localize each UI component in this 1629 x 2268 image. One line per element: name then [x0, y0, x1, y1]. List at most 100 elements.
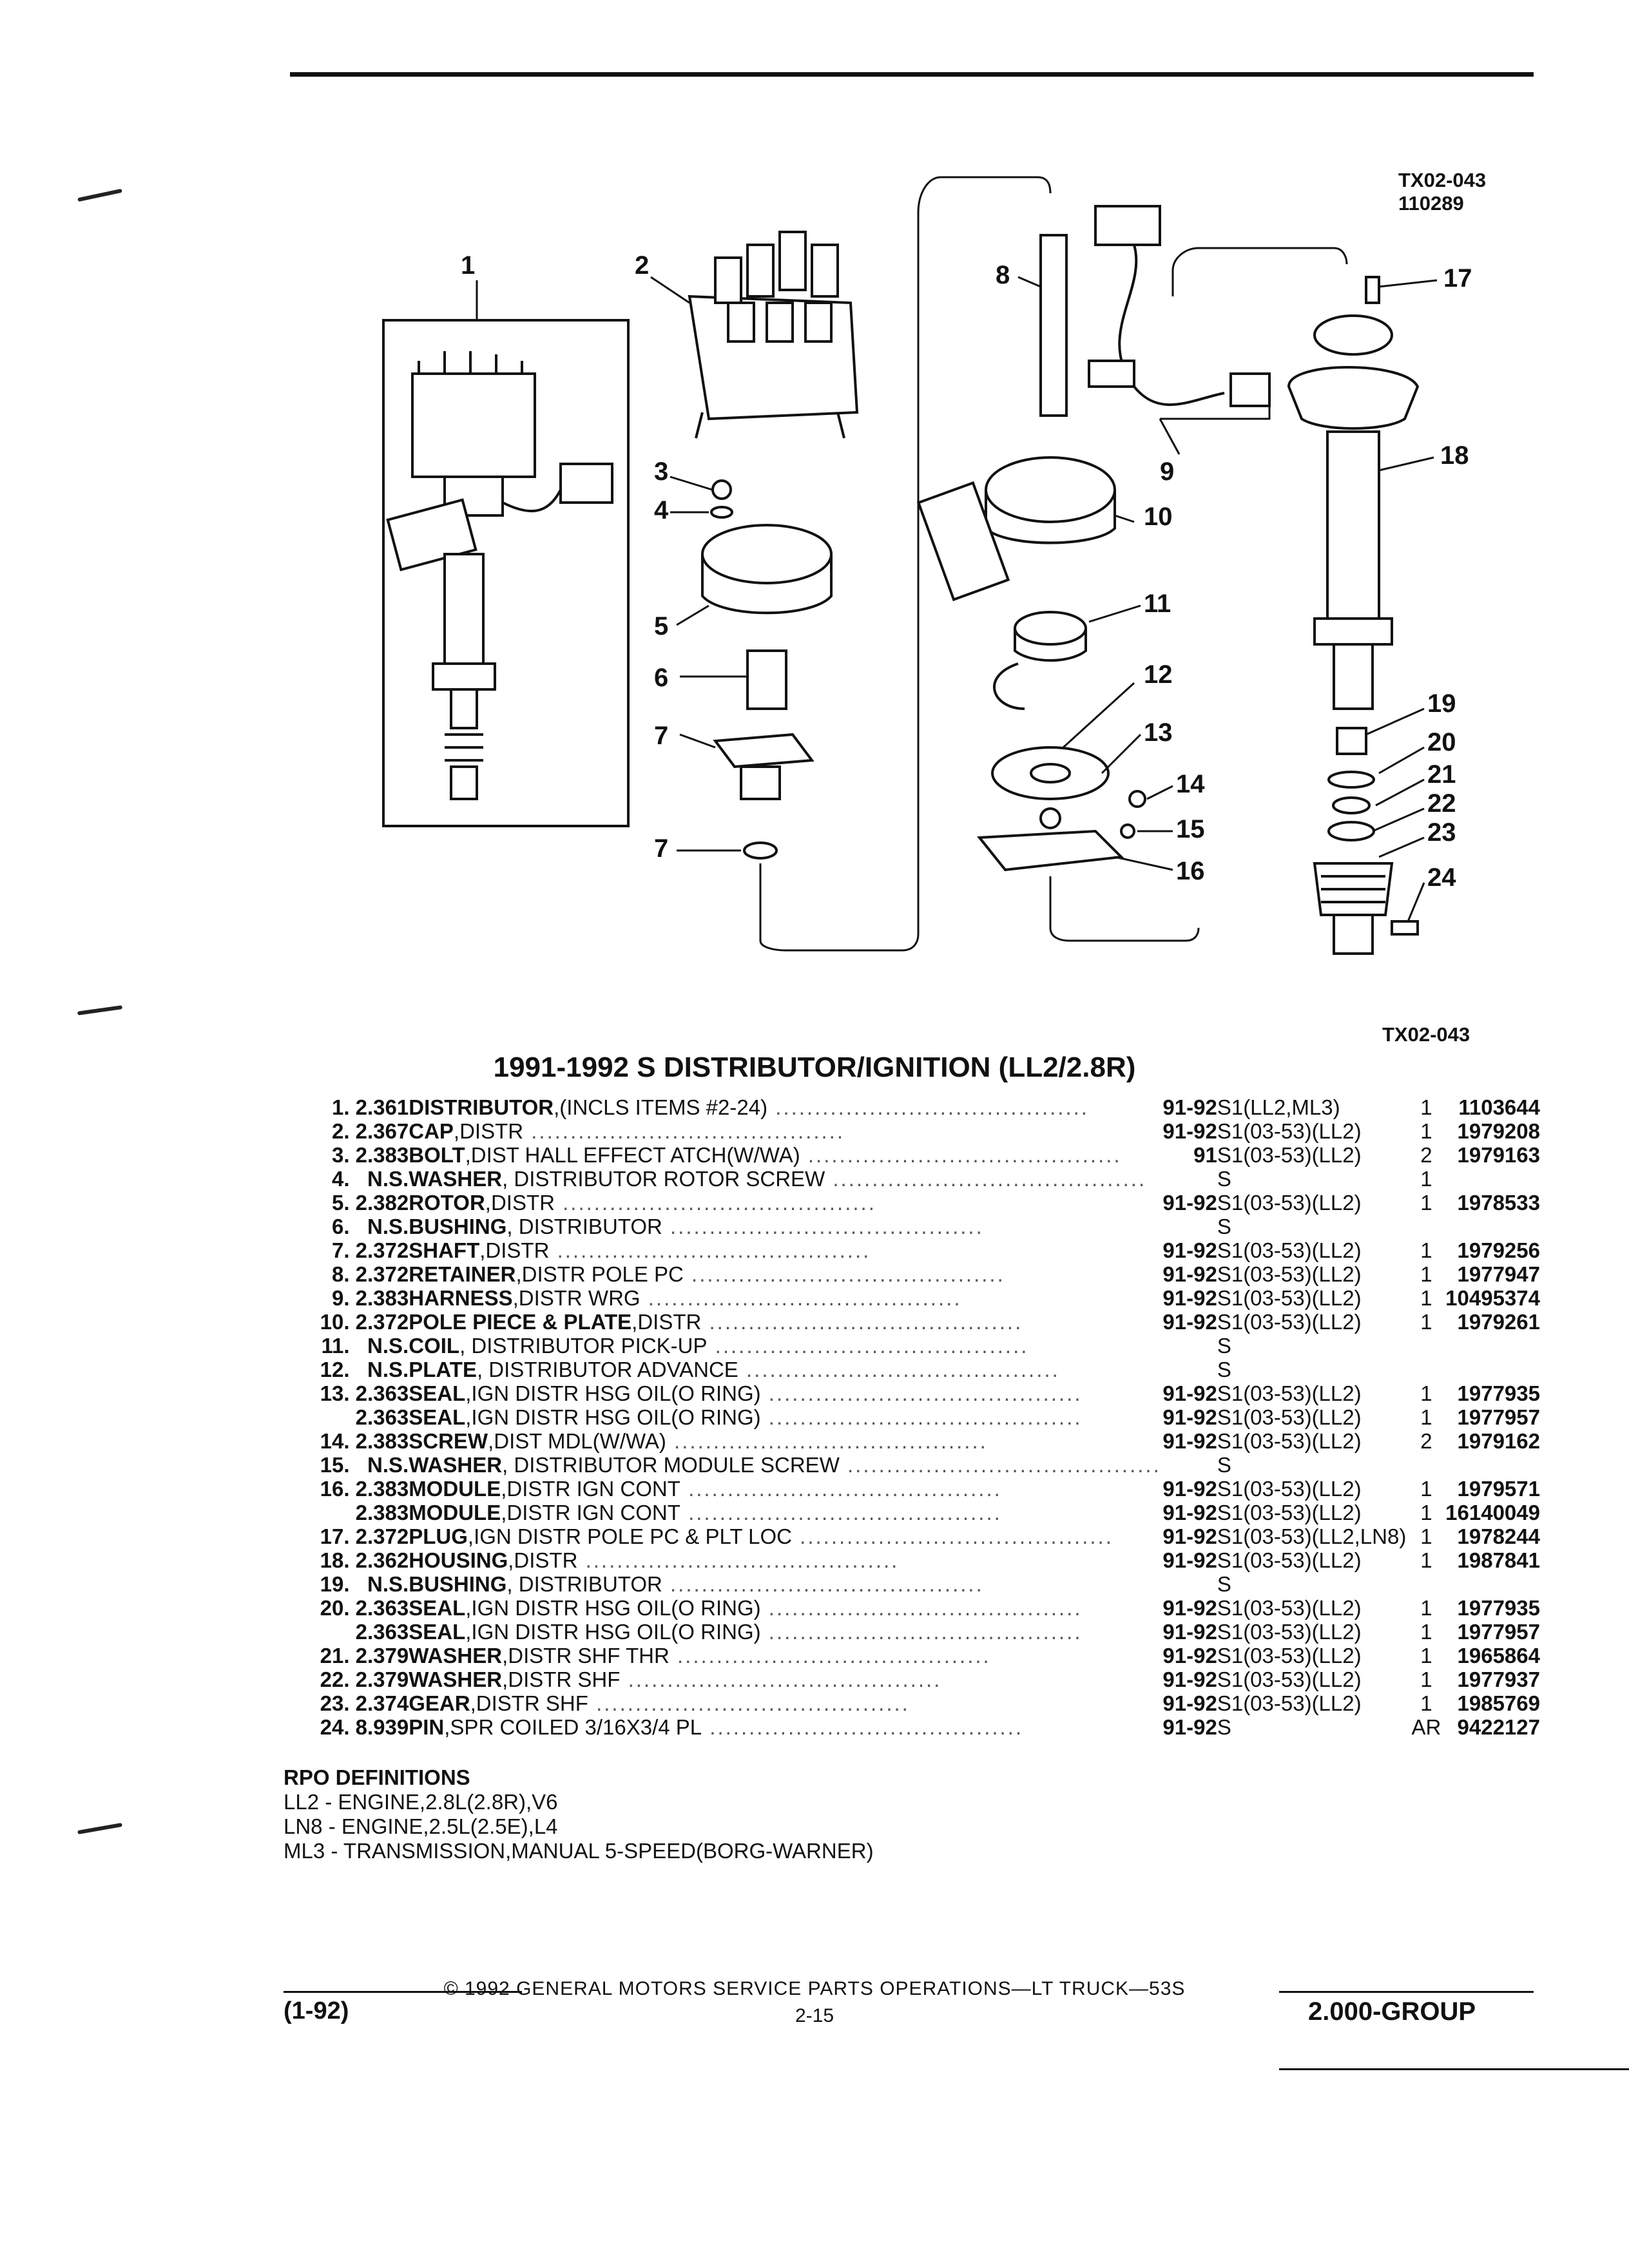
callout-23: 23: [1427, 818, 1456, 847]
revision-date: (1-92): [284, 1997, 349, 2024]
part-index: 11.: [321, 1334, 350, 1358]
leader-dots: ........................................: [707, 1334, 1029, 1358]
model-years: [1161, 1215, 1217, 1238]
model-years: 91-92: [1162, 1262, 1217, 1286]
part-index: 10.: [320, 1310, 350, 1334]
table-row: 11.N.S.COIL, DISTRIBUTOR PICK-UP .......…: [316, 1334, 1540, 1358]
part-number: 10495374: [1445, 1286, 1540, 1310]
leader-lines: [476, 276, 1438, 922]
group-number: 2.383: [355, 1286, 409, 1310]
part-detail: ,IGN DISTR POLE PC & PLT LOC: [467, 1524, 792, 1548]
quantity: 1: [1420, 1667, 1432, 1691]
part-detail: ,DISTR SHF THR: [502, 1644, 670, 1667]
usage-code: S: [1217, 1572, 1231, 1596]
part-detail: ,DIST MDL(W/WA): [488, 1429, 666, 1453]
part-detail: ,DISTR: [479, 1238, 550, 1262]
model-years: 91-92: [1162, 1310, 1217, 1334]
callout-10: 10: [1144, 503, 1173, 531]
quantity: 1: [1420, 1405, 1432, 1429]
quantity: 1: [1420, 1477, 1432, 1501]
leader-dots: ........................................: [760, 1405, 1083, 1429]
part-detail: ,DISTR SHF: [470, 1691, 588, 1715]
part-detail: ,DISTR POLE PC: [516, 1262, 684, 1286]
model-years: 91-92: [1162, 1715, 1217, 1739]
part-index: 12.: [320, 1358, 350, 1381]
harness-illustration: [916, 205, 1271, 602]
part-number: 1977947: [1457, 1262, 1540, 1286]
callout-22: 22: [1427, 789, 1456, 818]
quantity: 1: [1420, 1548, 1432, 1572]
page-title: 1991-1992 S DISTRIBUTOR/IGNITION (LL2/2.…: [493, 1052, 1136, 1083]
part-index: 15.: [320, 1453, 350, 1477]
part-detail: ,IGN DISTR HSG OIL(O RING): [465, 1405, 761, 1429]
leader-dots: ........................................: [839, 1453, 1161, 1477]
part-detail: ,DISTR: [631, 1310, 702, 1334]
leader-dots: ........................................: [683, 1262, 1005, 1286]
part-index: [316, 1620, 350, 1644]
quantity: [1411, 1215, 1441, 1238]
quantity: 1: [1420, 1620, 1432, 1644]
callout-18: 18: [1440, 441, 1469, 470]
quantity: [1411, 1334, 1441, 1358]
part-detail: ,DISTR IGN CONT: [501, 1501, 680, 1524]
quantity: [1411, 1453, 1441, 1477]
group-number: 2.363: [355, 1596, 409, 1620]
quantity: 1: [1420, 1262, 1432, 1286]
part-name: BUSHING: [409, 1572, 507, 1596]
part-index: 6.: [332, 1215, 350, 1238]
quantity: 1: [1420, 1119, 1432, 1143]
leader-dots: ........................................: [554, 1191, 876, 1215]
model-years: 91-92: [1162, 1286, 1217, 1310]
part-name: WASHER: [409, 1167, 503, 1191]
part-description: GEAR,DISTR SHF .........................…: [409, 1691, 1161, 1715]
leader-dots: ........................................: [588, 1691, 910, 1715]
part-number: 16140049: [1445, 1501, 1540, 1524]
callout-21: 21: [1427, 760, 1456, 789]
header-rule: [290, 72, 1534, 77]
part-index: 7.: [332, 1238, 350, 1262]
usage-code: S: [1217, 1715, 1231, 1739]
bottom-rule: [1279, 2068, 1629, 2070]
leader-dots: ........................................: [701, 1310, 1023, 1334]
usage-code: S1(03-53)(LL2): [1217, 1596, 1362, 1620]
table-row: 12.N.S.PLATE, DISTRIBUTOR ADVANCE ......…: [316, 1358, 1540, 1381]
cap-illustration: [688, 231, 859, 439]
part-index: 16.: [320, 1477, 350, 1501]
group-number: 2.379: [355, 1644, 409, 1667]
part-description: COIL, DISTRIBUTOR PICK-UP ..............…: [409, 1334, 1161, 1358]
part-description: WASHER,DISTR SHF THR ...................…: [409, 1644, 1161, 1667]
callout-1: 1: [461, 251, 475, 280]
part-description: BOLT,DIST HALL EFFECT ATCH(W/WA) .......…: [409, 1143, 1161, 1167]
margin-hole-mark: [77, 1822, 122, 1835]
group-label: 2.000-GROUP: [1308, 1997, 1476, 2026]
part-number: 1977957: [1457, 1620, 1540, 1644]
part-number: 9422127: [1457, 1715, 1540, 1739]
part-number: 1979571: [1457, 1477, 1540, 1501]
shaft-illustration: [1039, 234, 1068, 417]
page-number: 2-15: [795, 2005, 834, 2026]
leader-dots: ........................................: [680, 1501, 1002, 1524]
table-row: 15.N.S.WASHER, DISTRIBUTOR MODULE SCREW …: [316, 1453, 1540, 1477]
part-detail: , DISTRIBUTOR: [506, 1572, 662, 1596]
part-description: BUSHING, DISTRIBUTOR ...................…: [409, 1215, 1161, 1238]
model-years: [1161, 1167, 1217, 1191]
table-row: 4.N.S.WASHER, DISTRIBUTOR ROTOR SCREW ..…: [316, 1167, 1540, 1191]
usage-code: S1(LL2,ML3): [1217, 1095, 1340, 1119]
quantity: 1: [1420, 1167, 1432, 1191]
part-detail: ,(INCLS ITEMS #2-24): [554, 1095, 768, 1119]
rpo-line: ML3 - TRANSMISSION,MANUAL 5-SPEED(BORG-W…: [284, 1839, 874, 1863]
part-name: SEAL: [409, 1620, 466, 1644]
quantity: 1: [1420, 1644, 1432, 1667]
usage-code: S1(03-53)(LL2): [1217, 1620, 1362, 1644]
part-index: 2.: [332, 1119, 350, 1143]
group-number: N.S.: [367, 1167, 409, 1191]
rpo-heading: RPO DEFINITIONS: [284, 1765, 470, 1789]
